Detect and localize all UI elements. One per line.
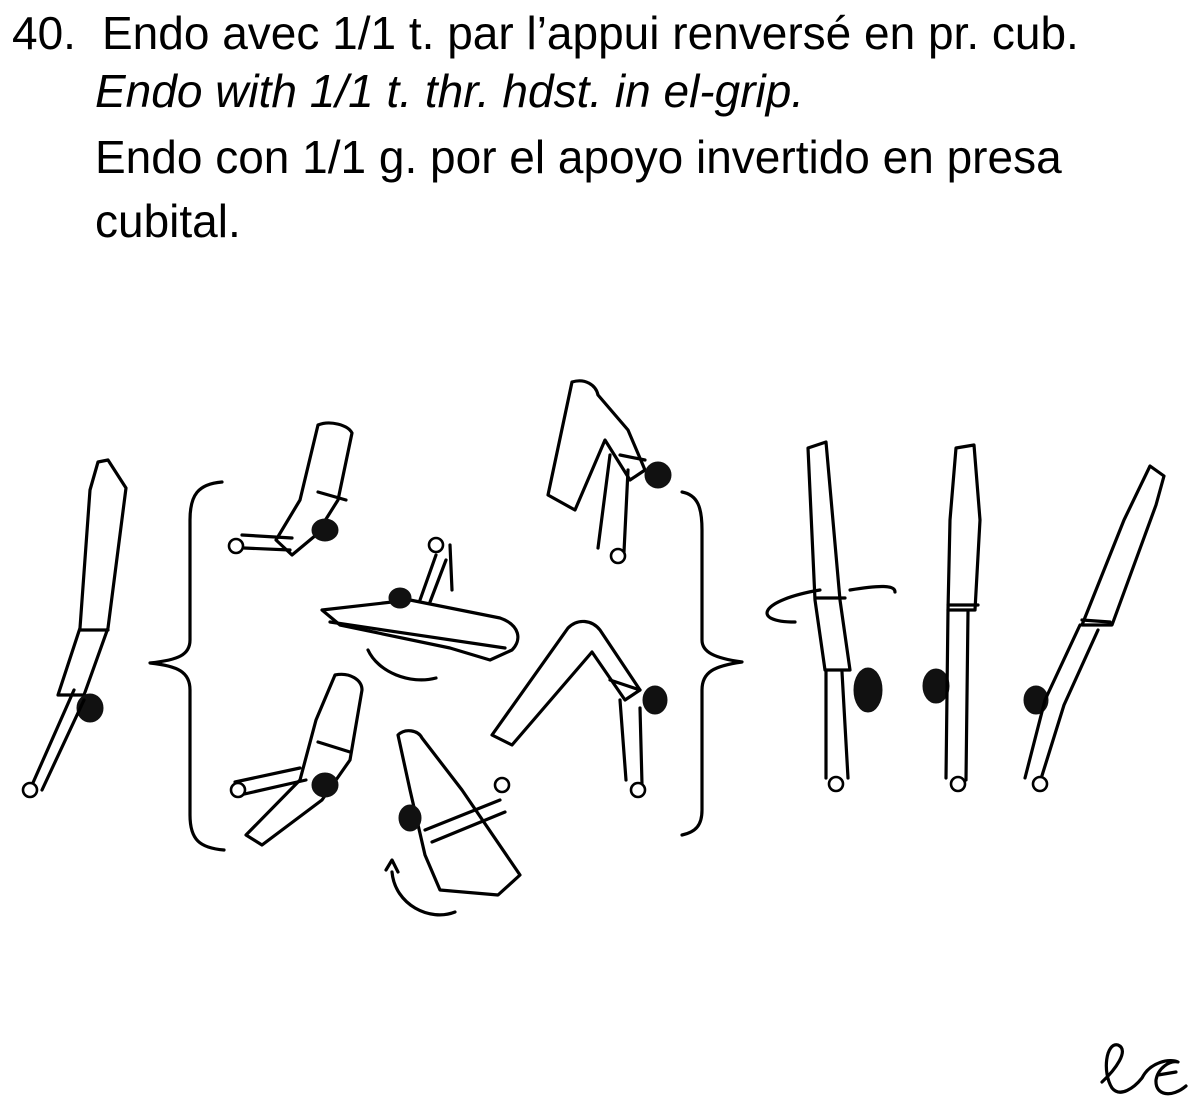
gymnast-figure-3: [548, 381, 671, 563]
gymnast-figure-9: [923, 445, 980, 791]
gymnast-figure-2: [229, 423, 352, 555]
gymnast-figure-10: [1024, 466, 1164, 791]
gymnast-figure-5: [492, 621, 667, 797]
gymnast-figure-6: [231, 674, 362, 845]
gymnast-figure-8: [767, 442, 895, 791]
gymnast-figure-7: [386, 731, 520, 915]
gymnast-figure-1: [23, 460, 126, 797]
right-brace: [682, 492, 742, 835]
signature-mark: [1102, 1045, 1186, 1094]
gymnast-figure-4: [322, 538, 518, 680]
left-brace: [150, 482, 224, 850]
